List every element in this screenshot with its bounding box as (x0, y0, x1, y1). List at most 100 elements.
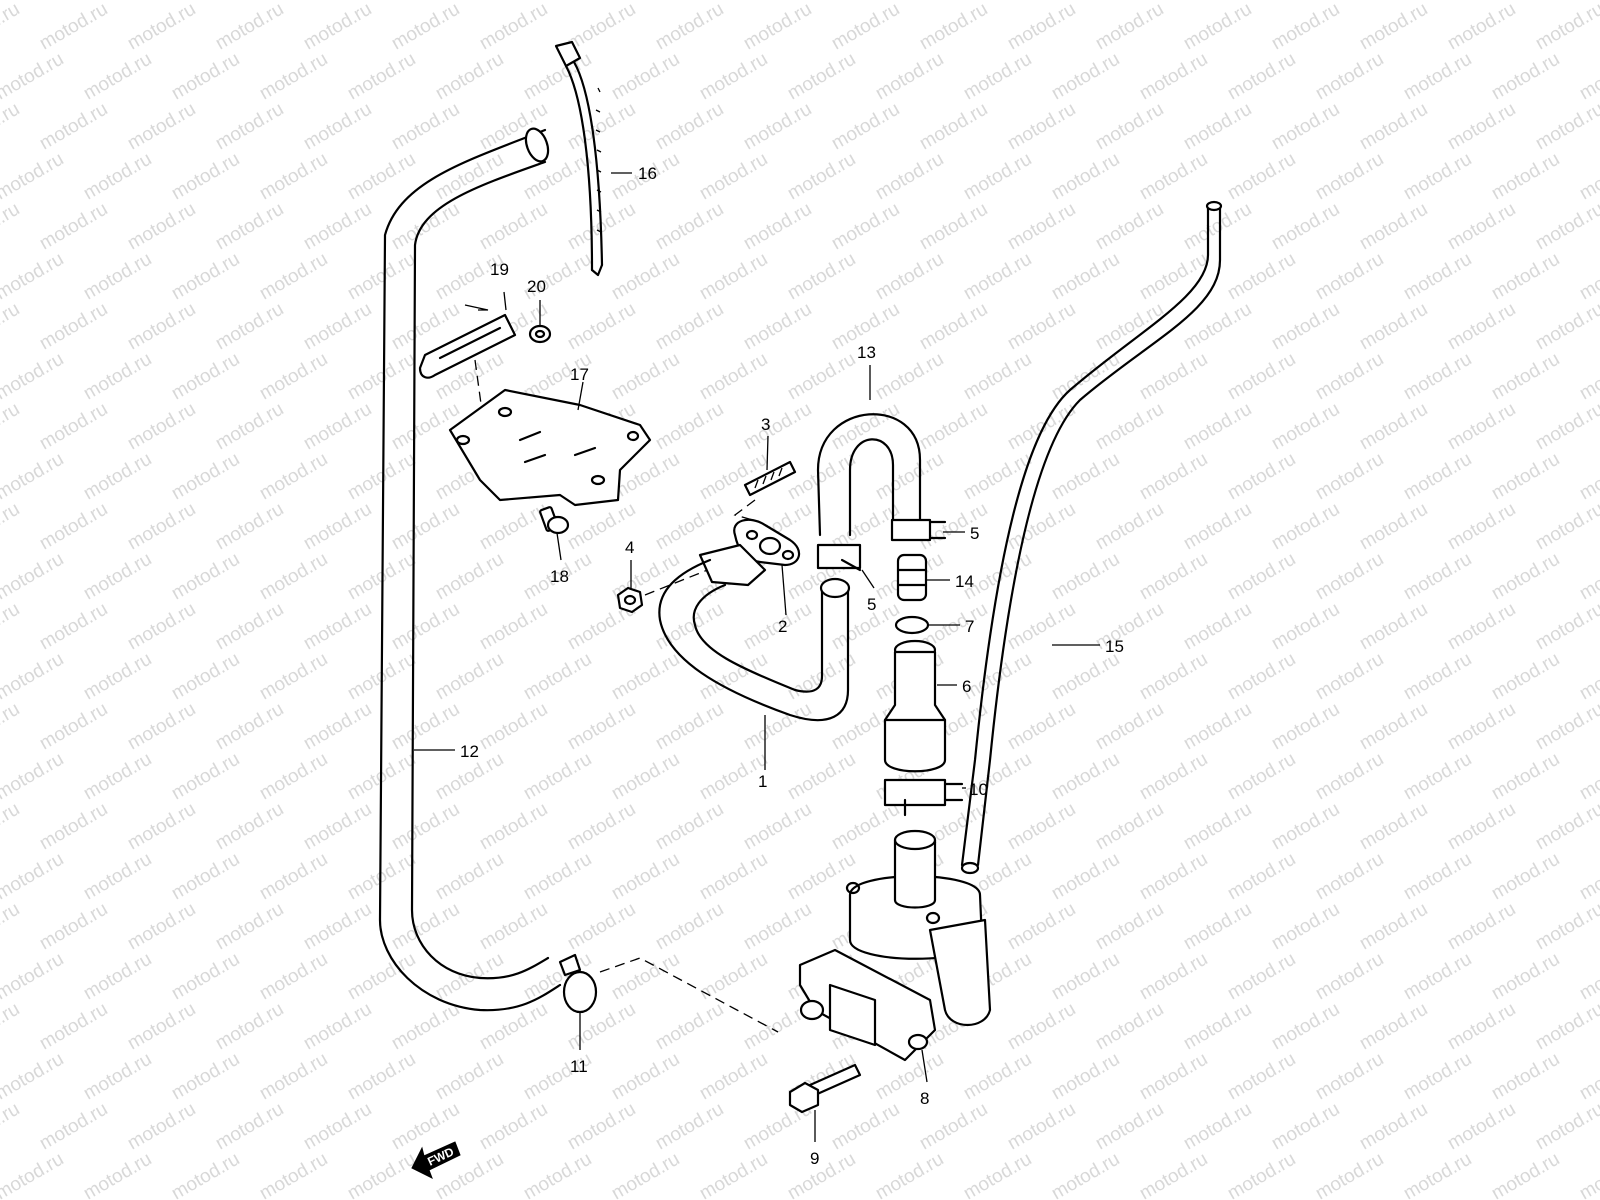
air-valve-assembly (798, 829, 992, 1062)
watermark-text: motod.ru (784, 749, 859, 805)
watermark-text: motod.ru (696, 849, 771, 905)
callout-19: 19 (490, 260, 509, 279)
watermark-text: motod.ru (1444, 499, 1519, 555)
watermark-text: motod.ru (1224, 349, 1299, 405)
watermark-text: motod.ru (300, 1099, 375, 1155)
watermark-text: motod.ru (388, 699, 463, 755)
watermark-text: motod.ru (1180, 999, 1255, 1055)
watermark-text: motod.ru (432, 849, 507, 905)
watermark-text: motod.ru (828, 99, 903, 155)
watermark-text: motod.ru (0, 549, 67, 605)
callout-3: 3 (761, 415, 770, 434)
watermark-text: motod.ru (1004, 0, 1079, 54)
watermark-text: motod.ru (1268, 999, 1343, 1055)
watermark-text: motod.ru (1532, 199, 1600, 255)
watermark-text: motod.ru (0, 949, 67, 1005)
watermark-text: motod.ru (1180, 899, 1255, 955)
watermark-text: motod.ru (1004, 799, 1079, 855)
watermark-text: motod.ru (80, 349, 155, 405)
watermark-text: motod.ru (652, 1099, 727, 1155)
watermark-text: motod.ru (388, 499, 463, 555)
watermark-text: motod.ru (0, 249, 67, 305)
watermark-text: motod.ru (344, 349, 419, 405)
watermark-text: motod.ru (1356, 599, 1431, 655)
watermark-text: motod.ru (740, 99, 815, 155)
watermark-text: motod.ru (0, 749, 67, 805)
watermark-text: motod.ru (80, 49, 155, 105)
watermark-text: motod.ru (564, 299, 639, 355)
watermark-text: motod.ru (1312, 249, 1387, 305)
watermark-text: motod.ru (1180, 799, 1255, 855)
watermark-text: motod.ru (872, 1049, 947, 1105)
watermark-text: motod.ru (1400, 449, 1475, 505)
watermark-text: motod.ru (256, 649, 331, 705)
fwd-direction-badge: FWD (411, 1141, 461, 1180)
watermark-text: motod.ru (0, 199, 23, 255)
watermark-text: motod.ru (608, 49, 683, 105)
watermark-text: motod.ru (1488, 149, 1563, 205)
watermark-text: motod.ru (828, 599, 903, 655)
watermark-text: motod.ru (256, 949, 331, 1005)
watermark-text: motod.ru (0, 1049, 67, 1105)
watermark-text: motod.ru (168, 849, 243, 905)
callout-5-lower: 5 (867, 595, 876, 614)
watermark-text: motod.ru (212, 0, 287, 54)
watermark-text: motod.ru (0, 99, 23, 155)
watermark-text: motod.ru (36, 899, 111, 955)
stud-part-3 (733, 460, 797, 523)
watermark-text: motod.ru (344, 249, 419, 305)
watermark-text: motod.ru (1444, 299, 1519, 355)
watermark-text: motod.ru (168, 349, 243, 405)
callout-17: 17 (570, 365, 589, 384)
watermark-text: motod.ru (652, 0, 727, 54)
watermark-text: motod.ru (1312, 949, 1387, 1005)
watermark-text: motod.ru (1180, 1099, 1255, 1155)
watermark-text: motod.ru (1444, 199, 1519, 255)
watermark-text: motod.ru (168, 149, 243, 205)
watermark-text: motod.ru (960, 1149, 1035, 1200)
watermark-text: motod.ru (1224, 749, 1299, 805)
watermark-text: motod.ru (432, 149, 507, 205)
watermark-text: motod.ru (0, 149, 67, 205)
watermark-text: motod.ru (124, 0, 199, 54)
watermark-text: motod.ru (1136, 249, 1211, 305)
callout-9: 9 (810, 1149, 819, 1168)
watermark-text: motod.ru (1576, 149, 1600, 205)
watermark-text: motod.ru (212, 699, 287, 755)
watermark-text: motod.ru (1312, 649, 1387, 705)
watermark-text: motod.ru (696, 1149, 771, 1200)
watermark-text: motod.ru (1400, 349, 1475, 405)
watermark-text: motod.ru (1356, 0, 1431, 54)
watermark-text: motod.ru (1576, 1149, 1600, 1200)
callout-1: 1 (758, 772, 767, 791)
watermark-text: motod.ru (740, 199, 815, 255)
watermark-text: motod.ru (1092, 699, 1167, 755)
watermark-text: motod.ru (1136, 149, 1211, 205)
watermark-text: motod.ru (1312, 349, 1387, 405)
watermark-text: motod.ru (916, 0, 991, 54)
watermark-text: motod.ru (0, 599, 23, 655)
bolt-part-18 (539, 506, 570, 535)
callout-4: 4 (625, 538, 634, 557)
watermark-text: motod.ru (476, 699, 551, 755)
watermark-text: motod.ru (1400, 549, 1475, 605)
watermark-text: motod.ru (1444, 899, 1519, 955)
watermark-text: motod.ru (300, 599, 375, 655)
watermark-text: motod.ru (80, 949, 155, 1005)
watermark-text: motod.ru (828, 0, 903, 54)
callout-8: 8 (920, 1089, 929, 1108)
watermark-text: motod.ru (1400, 1049, 1475, 1105)
watermark-text: motod.ru (1268, 299, 1343, 355)
watermark-text: motod.ru (476, 899, 551, 955)
watermark-text: motod.ru (652, 399, 727, 455)
watermark-text: motod.ru (1356, 1099, 1431, 1155)
watermark-text: motod.ru (36, 799, 111, 855)
watermark-text: motod.ru (608, 349, 683, 405)
watermark-text: motod.ru (168, 49, 243, 105)
watermark-text: motod.ru (0, 799, 23, 855)
watermark-text: motod.ru (80, 1149, 155, 1200)
watermark-text: motod.ru (212, 999, 287, 1055)
watermark-text: motod.ru (1444, 599, 1519, 655)
